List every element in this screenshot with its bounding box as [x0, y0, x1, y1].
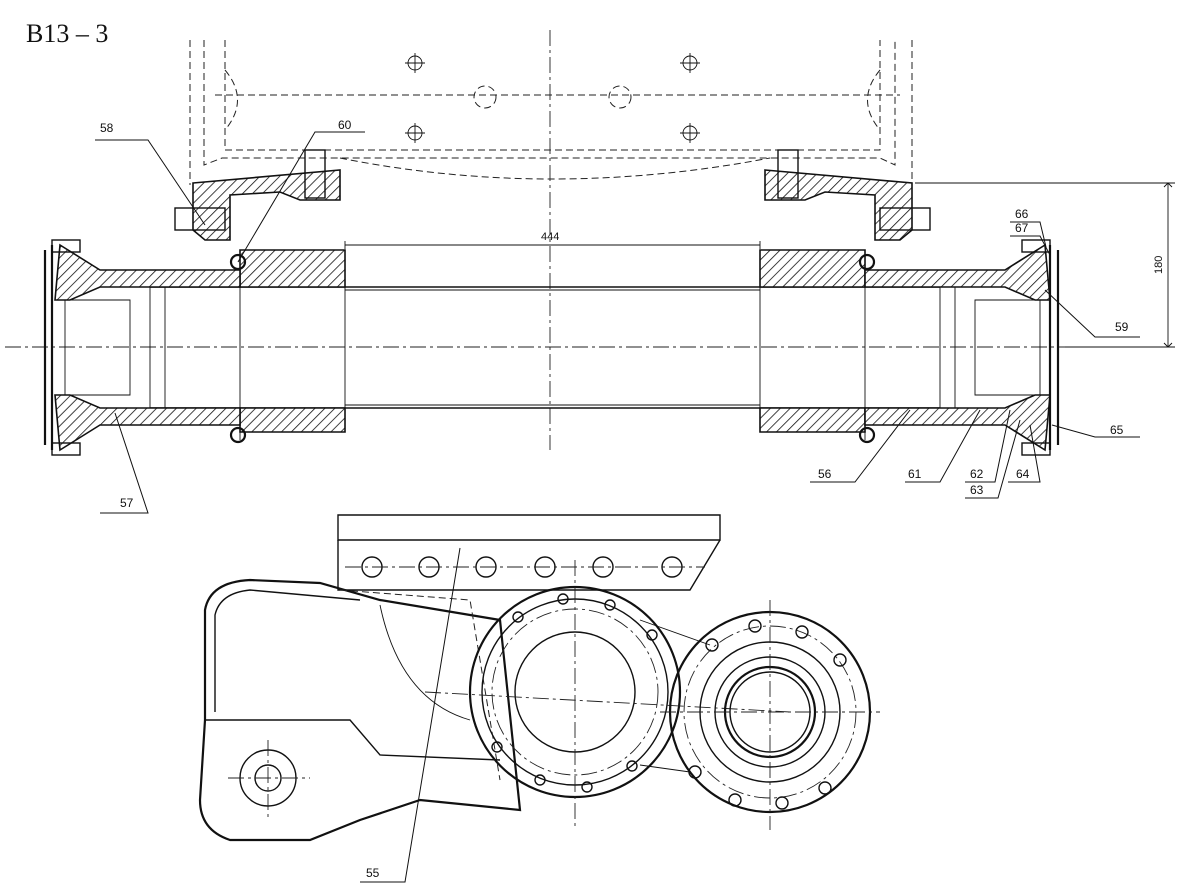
- part-label-57: 57: [120, 496, 134, 510]
- left-bracket: [174, 149, 341, 241]
- length-dimension: 444: [344, 231, 761, 249]
- part-label-66: 66: [1015, 207, 1029, 221]
- axle-section-view: 444 180 58 60 66 67 59 65 57 56: [5, 30, 1175, 514]
- part-label-58: 58: [100, 121, 114, 135]
- part-label-63: 63: [970, 483, 984, 497]
- part-label-64: 64: [1016, 467, 1030, 481]
- axle-shaft: [150, 249, 940, 433]
- swing-arm: [198, 578, 522, 842]
- part-callouts: 58 60 66 67 59 65 57 56 61 62 63 64: [95, 118, 1140, 514]
- right-axle-box: [858, 239, 1060, 456]
- side-view: 55: [198, 514, 880, 883]
- mounting-plate: [337, 514, 721, 591]
- part-label-65: 65: [1110, 423, 1124, 437]
- left-axle-box: [43, 239, 247, 456]
- length-dimension-value: 444: [541, 231, 559, 243]
- drawing-title: B13 – 3: [26, 19, 108, 48]
- part-label-67: 67: [1015, 221, 1029, 235]
- part-label-55: 55: [366, 866, 380, 880]
- height-dimension: 180: [915, 182, 1175, 348]
- part-label-61: 61: [908, 467, 922, 481]
- part-label-59: 59: [1115, 320, 1129, 334]
- part-label-62: 62: [970, 467, 984, 481]
- part-label-60: 60: [338, 118, 352, 132]
- axlebox-flange: [424, 560, 791, 830]
- height-dimension-value: 180: [1153, 256, 1165, 274]
- right-bracket: [764, 149, 931, 241]
- axle-end-flange: [639, 600, 880, 830]
- part-callout-55: 55: [360, 547, 461, 883]
- part-label-56: 56: [818, 467, 832, 481]
- frame-outline: [189, 30, 913, 450]
